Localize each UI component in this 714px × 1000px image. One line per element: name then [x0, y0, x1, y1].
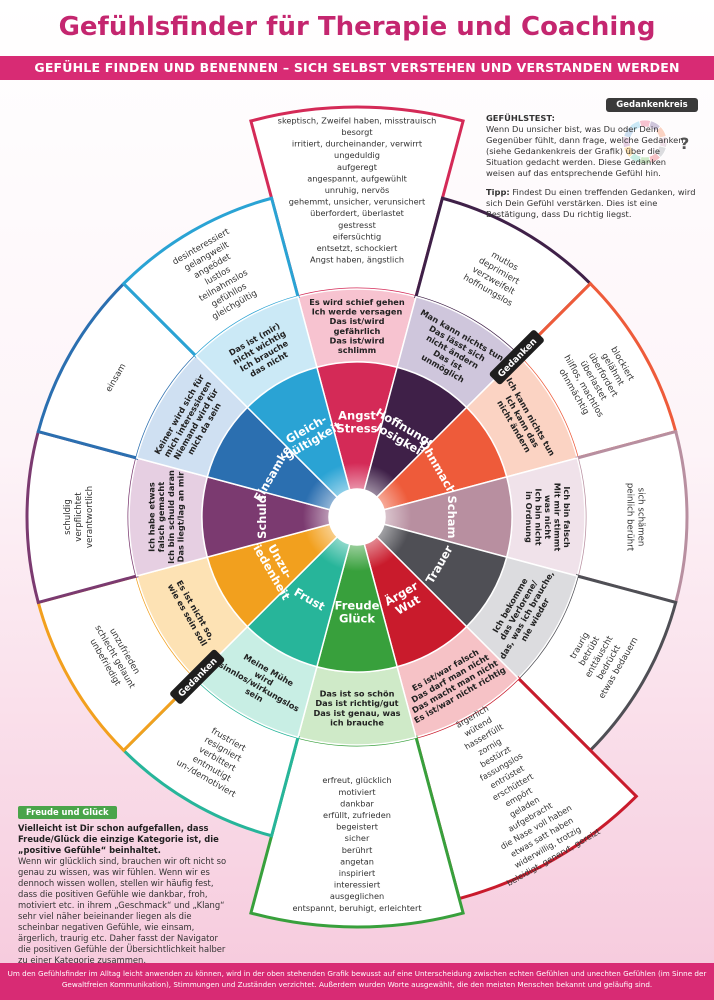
tip-text: Findest Du einen treffenden Gedanken, wi… — [486, 187, 696, 219]
emotion-wedge — [246, 366, 351, 499]
thought-text: Ich habe etwasfalsch gemachtIch bin schu… — [147, 470, 186, 564]
freude-info-box: Freude und Glück Vielleicht ist Dir scho… — [18, 806, 228, 966]
page-title: Gefühlsfinder für Therapie und Coaching — [58, 12, 656, 42]
emotion-wedge — [246, 535, 351, 668]
gedankenkreis-icon-segment — [628, 120, 642, 132]
emotion-name: Schuld — [255, 495, 269, 539]
emotion-wedge — [206, 523, 339, 628]
feelings-text: traurigbetrübtenttäuschtbedrücktetwas be… — [558, 613, 640, 700]
emotion-wedge — [315, 543, 399, 673]
tip-label: Tipp: — [486, 187, 510, 197]
feelings-text: sich schämenpeinlich berührt — [624, 483, 645, 552]
sector-3: Scham Ich bin falschMit mir stimmtwas nic… — [383, 429, 689, 605]
freude-bold-text: Vielleicht ist Dir schon aufgefallen, da… — [18, 823, 219, 855]
gefuehlstest-text: Wenn Du unsicher bist, was Du oder Dein … — [486, 124, 684, 178]
freude-body-text: Wenn wir glücklich sind, brauchen wir of… — [18, 856, 227, 965]
tip-paragraph: Tipp: Findest Du einen treffenden Gedank… — [486, 187, 696, 220]
subtitle-banner: GEFÜHLE FINDEN UND BENENNEN – SICH SELBS… — [0, 56, 714, 80]
wheel-center — [329, 489, 385, 545]
emotion-wedge — [383, 475, 513, 559]
gefuehlstest-box: GEFÜHLSTEST: Wenn Du unsicher bist, was … — [486, 113, 696, 220]
emotion-wedge — [375, 406, 508, 511]
sector-9: Schuld Ich habe etwasfalsch gemachtIch bi… — [25, 429, 331, 605]
emotion-wedge — [363, 535, 468, 668]
emotion-wedge — [206, 406, 339, 511]
gefuehlstest-heading: GEFÜHLSTEST: — [486, 113, 555, 123]
emotion-name: Scham — [445, 495, 459, 538]
thought-text: Ich bin falschMit mir stimmtwas nichtIch… — [524, 483, 572, 552]
gedankenkreis-label: Gedankenkreis — [606, 98, 698, 112]
emotion-wedge — [363, 366, 468, 499]
emotion-wedge — [375, 523, 508, 628]
freude-tag: Freude und Glück — [18, 806, 117, 819]
footer-note: Um den Gefühlsfinder im Alltag leicht an… — [0, 963, 714, 1000]
emotion-wedge — [201, 475, 331, 559]
feelings-text: schuldigverpflichtetverantwortlich — [63, 486, 95, 548]
emotion-wedge — [315, 361, 399, 491]
question-mark: ? — [680, 134, 689, 153]
